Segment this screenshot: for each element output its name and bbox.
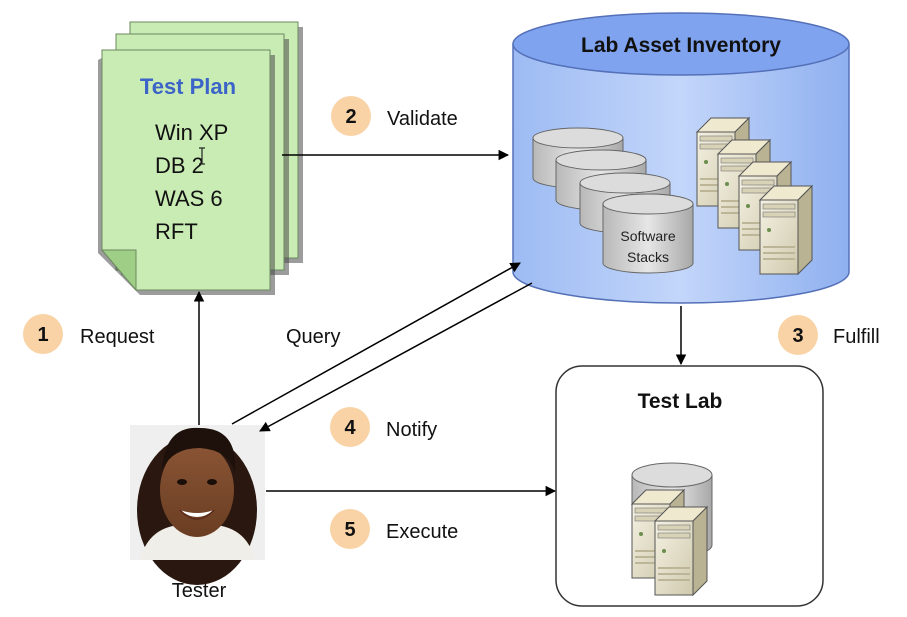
lab-server-icon (631, 462, 713, 596)
test-plan-title: Test Plan (140, 74, 236, 99)
step-badge: 4 Notify (330, 407, 437, 447)
lab-asset-inventory: Lab Asset Inventory Software Stacks (512, 12, 850, 304)
step-label: Validate (387, 108, 458, 130)
arrows (193, 149, 687, 497)
text-cursor-icon (199, 147, 205, 165)
tester-label: Tester (172, 580, 227, 602)
step-number: 2 (345, 106, 356, 128)
step-badge: 5 Execute (330, 509, 458, 549)
test-plan-item: Win XP (155, 120, 228, 145)
test-plan-item: DB 2 (155, 153, 204, 178)
step-label: Fulfill (833, 326, 880, 348)
query-label: Query (286, 326, 340, 348)
step-label: Execute (386, 521, 458, 543)
step-number: 3 (792, 325, 803, 347)
test-lab-title: Test Lab (638, 390, 723, 413)
stacks-label: Software (620, 228, 675, 244)
test-plan-item: RFT (155, 219, 198, 244)
step-badge: 2 Validate (331, 96, 458, 136)
inventory-title: Lab Asset Inventory (581, 34, 781, 57)
step-number: 1 (37, 324, 48, 346)
stacks-label: Stacks (627, 249, 669, 265)
software-stacks: Software Stacks (532, 127, 694, 274)
arrow-notify (259, 282, 533, 432)
step-number: 4 (344, 417, 356, 439)
step-number: 5 (344, 519, 355, 541)
test-plan-document: Test Plan Win XP DB 2 WAS 6 RFT (98, 21, 303, 295)
step-label: Request (80, 326, 155, 348)
arrow-query (231, 262, 521, 425)
step-badge: 1 Request (23, 314, 155, 354)
test-lab: Test Lab (555, 365, 824, 607)
tester-avatar (130, 425, 265, 585)
step-badge: 3 Fulfill (778, 315, 880, 355)
step-label: Notify (386, 419, 437, 441)
test-plan-item: WAS 6 (155, 186, 223, 211)
